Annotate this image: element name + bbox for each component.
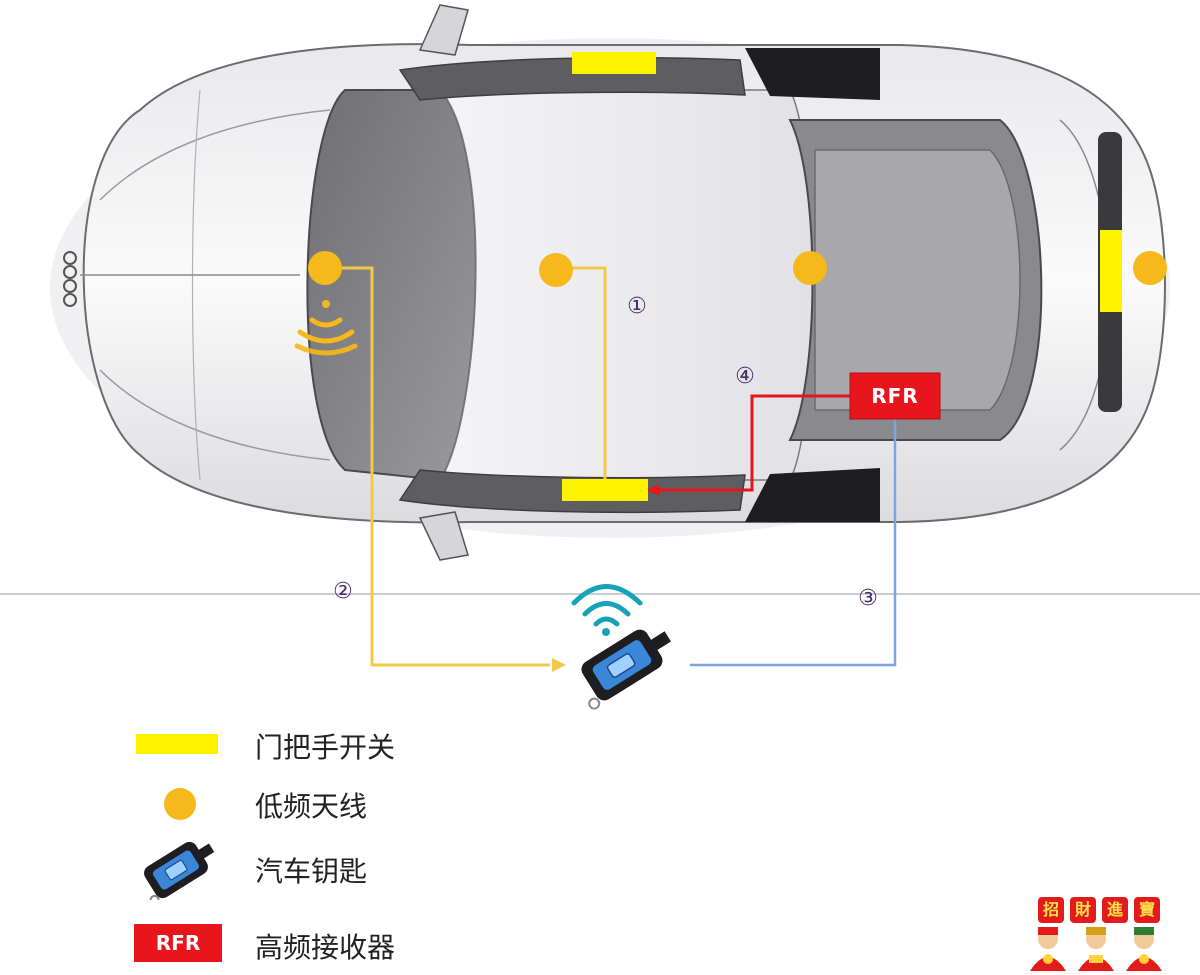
- step-label-2: ②: [333, 579, 353, 604]
- legend-item-rfr-receiver: RFR 高频接收器: [130, 914, 530, 974]
- path-1-line: [560, 266, 607, 488]
- legend-label: 汽车钥匙: [255, 855, 368, 888]
- legend-label: 高频接收器: [255, 931, 396, 964]
- signal-paths: [325, 266, 897, 672]
- badge-char: 進: [1102, 897, 1128, 923]
- path-2-arrow: [552, 658, 566, 672]
- door-handle-switch-top: [572, 52, 656, 74]
- legend-label: 门把手开关: [255, 731, 396, 764]
- path-4-line: [660, 394, 852, 492]
- lf-antenna-rear-cabin: [793, 251, 827, 285]
- car-top-view: [50, 4, 1170, 561]
- step-label-1: ①: [627, 294, 647, 319]
- fortune-god-icon: [1078, 927, 1114, 971]
- lf-antenna-rear: [1133, 251, 1167, 285]
- fortune-god-icon: [1126, 927, 1162, 971]
- step-label-4: ④: [735, 364, 755, 389]
- path-4-arrow: [646, 484, 660, 496]
- path-2-line: [325, 266, 550, 667]
- badge-char: 財: [1070, 897, 1096, 923]
- fortune-god-icon: [1030, 927, 1066, 971]
- step-label-3: ③: [858, 586, 878, 611]
- legend-label: 低频天线: [255, 790, 368, 823]
- fortune-badge: 招 財 進 寶: [1022, 895, 1172, 973]
- car-key-icon: [144, 841, 215, 900]
- rfr-receiver-swatch: RFR: [134, 924, 222, 962]
- badge-char: 寶: [1134, 897, 1160, 923]
- antenna-dot-swatch: [164, 788, 196, 820]
- rfr-receiver-box: [849, 372, 941, 420]
- door-handle-switch-swatch: [136, 734, 218, 754]
- door-handle-switch-rear: [1100, 230, 1122, 312]
- key-fob-icon: [581, 629, 671, 710]
- door-handle-switch-bottom: [562, 479, 648, 501]
- legend-item-lf-antenna: 低频天线: [130, 773, 530, 833]
- lf-antenna-front: [308, 251, 342, 285]
- rfr-receiver-label: RFR: [871, 384, 918, 408]
- legend-item-door-handle-switch: 门把手开关: [130, 714, 530, 774]
- low-frequency-wave-icon: [294, 300, 358, 356]
- legend-item-car-key: 汽车钥匙: [130, 838, 530, 900]
- car-logo-icon: [63, 251, 77, 307]
- path-3-line: [690, 415, 897, 667]
- badge-char: 招: [1038, 897, 1064, 923]
- lf-antenna-cabin: [539, 253, 573, 287]
- wifi-signal-icon: [571, 584, 643, 636]
